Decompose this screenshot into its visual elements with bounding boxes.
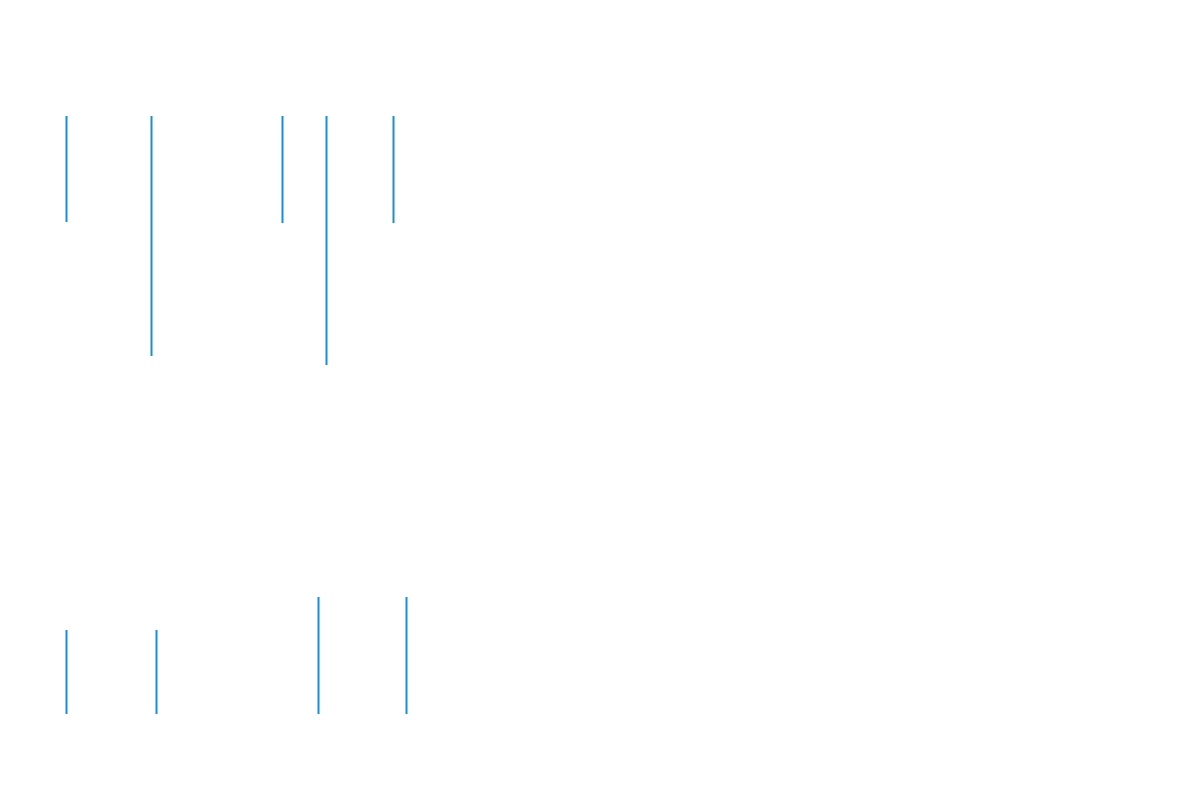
top-line-group xyxy=(65,116,395,365)
bottom-line-group xyxy=(65,597,408,714)
